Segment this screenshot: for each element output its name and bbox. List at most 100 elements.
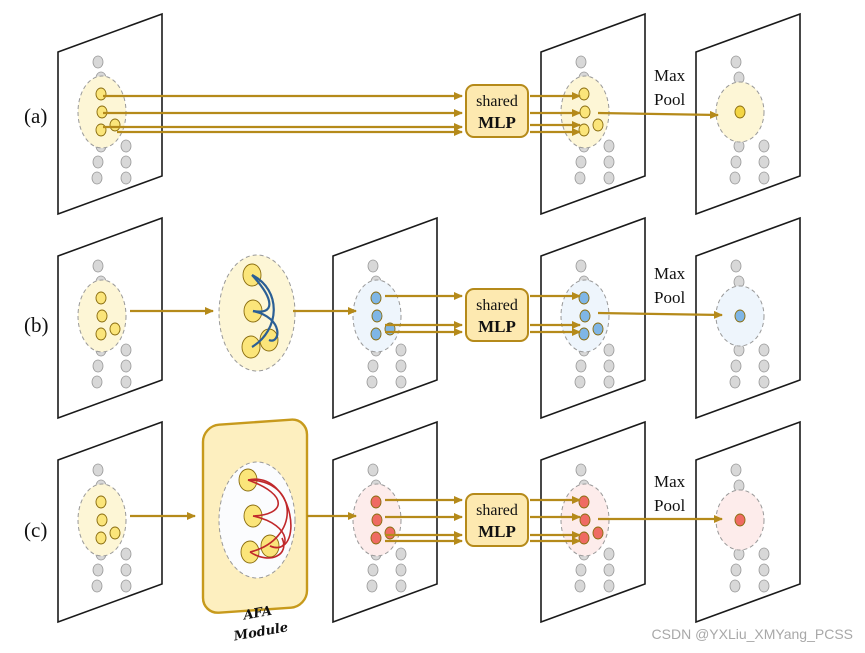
grey-point: [120, 579, 132, 593]
grey-point: [120, 155, 132, 169]
neighborhood-point: [384, 526, 396, 540]
grey-point: [758, 343, 770, 357]
grey-point: [758, 547, 770, 561]
neighborhood-point: [95, 327, 107, 341]
grey-point: [120, 359, 132, 373]
grey-point: [603, 563, 615, 577]
grey-point: [120, 343, 132, 357]
grey-point: [730, 259, 742, 273]
neighborhood-point: [95, 123, 107, 137]
grey-point: [603, 171, 615, 185]
grey-point: [395, 359, 407, 373]
mlp-shared-label: shared: [476, 502, 518, 519]
grey-point: [91, 171, 103, 185]
grey-point: [92, 55, 104, 69]
mlp-shared-label: shared: [476, 297, 518, 314]
shared-mlp-box-b: shared MLP: [465, 288, 529, 342]
grey-point: [603, 375, 615, 389]
neighborhood-point: [95, 531, 107, 545]
maxpool-line1: Max: [654, 264, 686, 283]
neighborhood-point: [96, 309, 108, 323]
grey-point: [120, 171, 132, 185]
mlp-label: MLP: [478, 522, 516, 541]
flow-arrow: [597, 310, 723, 319]
mlp-label: MLP: [478, 113, 516, 132]
grey-point: [758, 579, 770, 593]
neighborhood-point: [578, 495, 590, 509]
watermark: CSDN @YXLiu_XMYang_PCSS: [651, 626, 853, 642]
grey-point: [730, 463, 742, 477]
grey-point: [730, 359, 742, 373]
grey-point: [367, 463, 379, 477]
maxpool-label-a: Max Pool: [654, 64, 685, 112]
neighborhood-point: [592, 118, 604, 132]
row-label-c: (c): [24, 518, 48, 542]
maxpool-line2: Pool: [654, 288, 686, 307]
grey-point: [120, 139, 132, 153]
neighborhood-point: [370, 291, 382, 305]
grey-point: [367, 359, 379, 373]
neighborhood-point: [95, 291, 107, 305]
neighborhood-point: [579, 309, 591, 323]
grey-point: [120, 375, 132, 389]
grey-point: [574, 171, 586, 185]
grey-point: [575, 463, 587, 477]
neighborhood-point: [578, 531, 590, 545]
neighborhood-point: [370, 327, 382, 341]
grey-point: [603, 139, 615, 153]
neighborhood-point: [370, 531, 382, 545]
graph-edge: [252, 309, 279, 342]
grey-point: [603, 155, 615, 169]
grey-point: [92, 259, 104, 273]
grey-point: [603, 547, 615, 561]
grey-point: [395, 563, 407, 577]
grey-point: [574, 375, 586, 389]
grey-point: [758, 359, 770, 373]
maxpool-line1: Max: [654, 472, 686, 491]
neighborhood-point: [578, 291, 590, 305]
maxpool-line1: Max: [654, 66, 686, 85]
grey-point: [366, 579, 378, 593]
grey-point: [574, 579, 586, 593]
graph-edge: [251, 274, 275, 348]
grey-point: [730, 563, 742, 577]
neighborhood-point: [96, 513, 108, 527]
grey-point: [92, 463, 104, 477]
shared-mlp-box-a: shared MLP: [465, 84, 529, 138]
shared-mlp-box-c: shared MLP: [465, 493, 529, 547]
grey-point: [758, 563, 770, 577]
grey-point: [91, 579, 103, 593]
neighborhood-point: [578, 123, 590, 137]
grey-point: [91, 375, 103, 389]
grey-point: [120, 547, 132, 561]
maxpool-line2: Pool: [654, 90, 686, 109]
neighborhood-point: [578, 87, 590, 101]
grey-point: [395, 375, 407, 389]
grey-point: [758, 375, 770, 389]
neighborhood-point: [592, 526, 604, 540]
grey-point: [575, 359, 587, 373]
grey-point: [367, 563, 379, 577]
afa-adaptive-edge: [247, 479, 280, 517]
graph-node: [241, 335, 261, 359]
grey-point: [758, 155, 770, 169]
grey-point: [120, 563, 132, 577]
grey-point: [367, 259, 379, 273]
neighborhood-point: [95, 495, 107, 509]
mlp-label: MLP: [478, 317, 516, 336]
neighborhood-point: [371, 309, 383, 323]
neighborhood-point: [109, 322, 121, 336]
grey-point: [366, 375, 378, 389]
row-label-a: (a): [24, 104, 48, 128]
neighborhood-point: [370, 495, 382, 509]
grey-point: [729, 375, 741, 389]
grey-point: [758, 139, 770, 153]
grey-point: [575, 55, 587, 69]
maxpool-label-c: Max Pool: [654, 470, 685, 518]
grey-point: [575, 259, 587, 273]
grey-point: [729, 171, 741, 185]
neighborhood-point: [579, 513, 591, 527]
neighborhood-point: [371, 513, 383, 527]
row-label-b: (b): [24, 313, 49, 337]
